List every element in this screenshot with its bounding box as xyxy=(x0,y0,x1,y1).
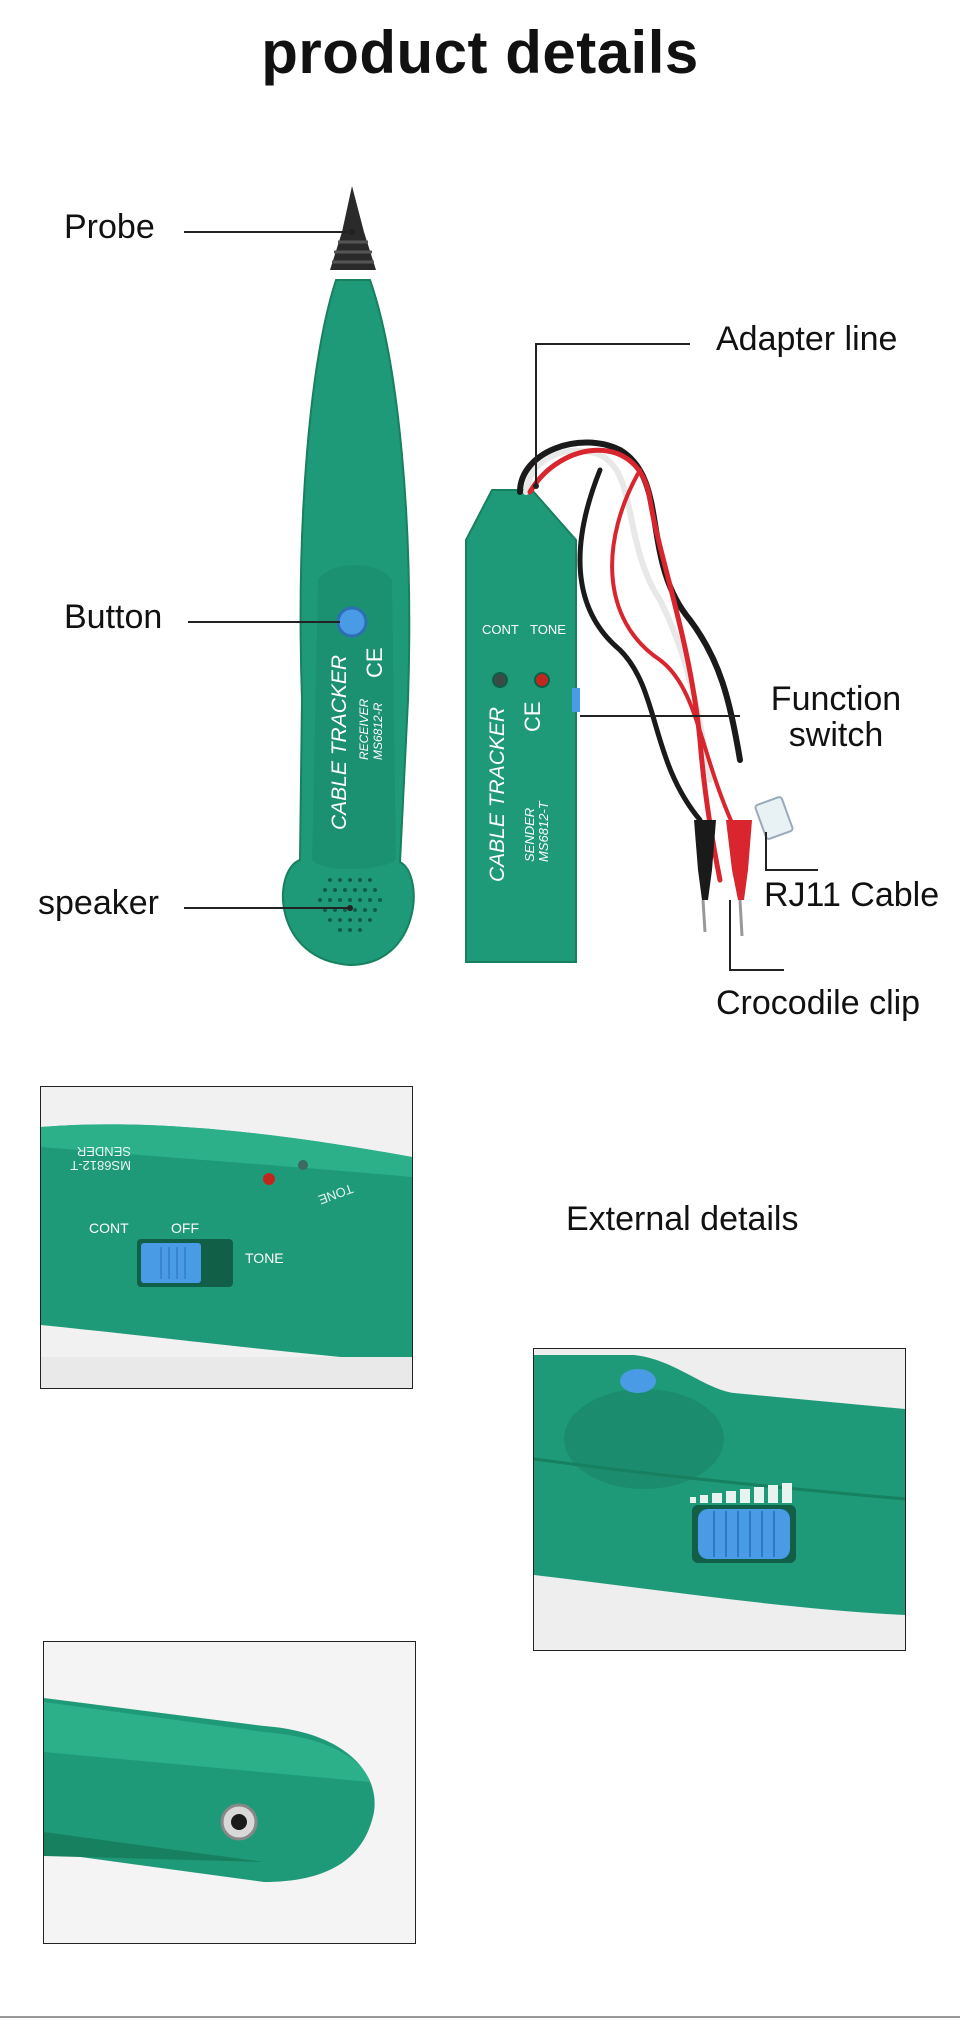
sender-led-label-cont: CONT xyxy=(482,622,519,637)
sender-led-cont xyxy=(492,672,508,688)
closeup-thumbwheel xyxy=(698,1509,790,1559)
callout-button: Button xyxy=(64,598,163,636)
closeup-button xyxy=(620,1369,656,1393)
page-title: product details xyxy=(261,19,699,86)
closeup-led-green xyxy=(298,1160,308,1170)
detail-photo-thumbwheel xyxy=(533,1348,906,1651)
callout-rj11-cable: RJ11 Cable xyxy=(764,876,940,914)
receiver-brand: CABLE TRACKER xyxy=(328,655,351,830)
callout-crocodile-clip: Crocodile clip xyxy=(716,984,921,1022)
sender-ce-mark: CE xyxy=(520,701,545,732)
receiver-model: MS6812-R xyxy=(371,702,385,760)
crocodile-clip-red xyxy=(726,820,752,900)
receiver-type: RECEIVER xyxy=(357,698,371,760)
callout-function-switch: Function switch xyxy=(746,680,926,754)
callout-adapter-line: Adapter line xyxy=(716,320,898,358)
detail-photo-jack xyxy=(43,1641,416,1944)
closeup-sender-model: MS6812-T xyxy=(70,1158,131,1173)
detail-photo-switch: SENDER MS6812-T TONE CONT OFF TONE xyxy=(40,1086,413,1389)
callout-function-switch-line2: switch xyxy=(788,715,884,754)
closeup-sender-text: SENDER xyxy=(77,1144,131,1159)
sender-brand: CABLE TRACKER xyxy=(486,707,509,882)
adapter-cables xyxy=(517,439,743,883)
sender-led-label-tone: TONE xyxy=(530,622,566,637)
closeup-led-red xyxy=(263,1173,275,1185)
sender-led-tone xyxy=(534,672,550,688)
callout-function-switch-line1: Function xyxy=(770,680,902,718)
sender-model: MS6812-T xyxy=(536,800,551,862)
crocodile-clip-black xyxy=(694,820,716,900)
closeup-switch-label-cont: CONT xyxy=(89,1220,129,1236)
receiver-ce-mark: CE xyxy=(362,647,387,678)
closeup-switch-label-tone: TONE xyxy=(245,1250,284,1266)
closeup-switch-slider xyxy=(141,1243,201,1283)
closeup-switch-label-off: OFF xyxy=(171,1220,199,1236)
rj11-connector xyxy=(754,796,794,840)
sender-switch-edge xyxy=(572,688,580,712)
callout-speaker: speaker xyxy=(38,884,159,922)
probe-tip xyxy=(330,186,376,270)
sender-type: SENDER xyxy=(522,808,537,862)
bottom-divider xyxy=(0,2016,960,2018)
receiver-button xyxy=(336,606,368,638)
callout-probe: Probe xyxy=(64,208,155,246)
product-illustration: CABLE TRACKER RECEIVER MS6812-R CE CONT … xyxy=(184,186,818,971)
callout-leader-lines xyxy=(184,231,818,971)
external-details-heading: External details xyxy=(566,1200,799,1238)
